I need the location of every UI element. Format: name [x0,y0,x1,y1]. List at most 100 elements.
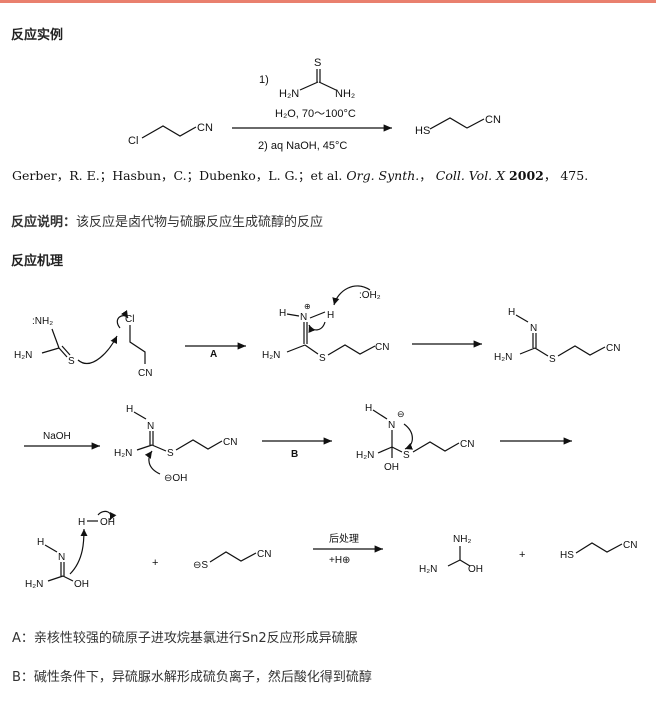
int1-chain [175,439,223,451]
bond-h-n-neutral [515,314,529,323]
note-a: A：亲核性较强的硫原子进攻烷基氯进行Sn2反应形成异硫脲 [12,631,358,646]
bond-c-h2n-tet [377,446,393,454]
bond-c-nh2 [51,328,60,349]
thiol-hs: HS [560,550,574,561]
product-chain [429,117,485,130]
cn-neutral: CN [606,343,620,354]
urea-nh2: NH₂ [453,534,471,545]
naoh-label: NaOH [43,431,71,442]
bond-c-s-int1 [151,444,167,452]
reference-journal: Org. Synth. [346,168,420,183]
bond-c-oh-product [459,559,471,567]
n-label-isothio: N [300,312,307,323]
label-a: A [210,349,217,360]
h2n-tet: H₂N [356,450,374,461]
reference-volume: X [496,168,506,183]
h-label-int1: H [126,404,133,415]
bond-h-n-tet [372,409,388,420]
h-water: H [78,517,85,528]
label-b: B [291,449,298,460]
cn-tet: CN [460,439,474,450]
bond-c-h2n-product [447,559,461,567]
product-hs: HS [415,125,430,137]
thiolate-chain [209,551,257,563]
explanation-label: 反应说明： [11,215,77,230]
section-title-example: 反应实例 [11,28,64,43]
curved-arrow-cl-leave [116,310,129,329]
bond-n-h [309,311,326,319]
top-accent-bar [0,0,656,3]
plus-charge: ⊕ [304,302,311,311]
section-title-mechanism: 反应机理 [11,254,64,269]
mechanism-row-1: :NH₂ H₂N S Cl CN A H N ⊕ H :OH₂ H₂N S CN [14,285,620,379]
water-label: :OH₂ [359,290,381,301]
step2-conditions: 2) aq NaOH, 45°C [258,140,347,152]
urea-h2n: H₂N [419,564,437,575]
cn-isothio: CN [375,342,389,353]
curved-arrow-water [332,285,371,306]
cn-thiolate: CN [257,549,271,560]
bond-h-n [286,313,300,317]
bond-h-n-urea [44,544,58,553]
plus-sign-1: + [152,557,158,569]
step1-conditions: H₂O, 70～100°C [275,108,356,120]
h2n-isothio: H₂N [262,350,280,361]
bond-c-s-isothio [304,344,319,355]
curved-arrow-proton [69,528,88,575]
minus-charge-n: ⊖ [397,409,405,419]
bond-c-h2n-urea [47,575,64,582]
bond-c-h2n-neutral [519,347,536,355]
s-int1: S [167,448,174,459]
cl-label-mech: Cl [125,314,134,325]
bond-c-h2n-int1 [136,444,153,451]
h2n-neutral: H₂N [494,352,512,363]
thiourea-h2n: H₂N [279,88,299,100]
chloride-chain [129,325,146,364]
step1-number: 1) [259,74,269,86]
isothio-chain [327,344,376,356]
oh-urea: OH [74,579,89,590]
s-neutral: S [549,354,556,365]
reactant-chain [141,125,197,139]
n-label-urea: N [58,552,65,563]
product-cn: CN [485,114,501,126]
s-isothio: S [319,353,326,364]
bond-c-s-2 [61,345,71,356]
s-tet: S [403,450,410,461]
thiolate-s: ⊖S [193,560,208,571]
s-label-1: S [68,356,75,367]
bond-c-s-neutral [534,347,549,357]
mechanism-row-2: NaOH H N H₂N S CN ⊖OH B H N ⊖ H₂N S OH C… [24,403,572,484]
workup-label: 后处理 [329,533,359,545]
bond-h-n-int1 [133,411,147,420]
literature-reference: Gerber，R. E.；Hasbun，C.；Dubenko，L. G.；et … [12,168,589,183]
n-label-int1: N [147,421,154,432]
n-label-neutral: N [530,323,537,334]
h2n-int1: H₂N [114,448,132,459]
scheme-1: 1) S H₂N NH₂ H₂O, 70～100°C 2) aq NaOH, 4… [128,57,501,152]
bond-c-h2n [41,347,60,354]
plus-sign-2: + [519,549,525,561]
thiourea-s: S [314,57,321,69]
mechanism-row-3: H N H₂N OH H OH + ⊖S CN 后处理 +H⊕ NH₂ H₂N … [25,510,637,590]
bond-c-s [58,347,68,358]
reference-coll: Coll. Vol. [435,168,493,183]
reference-authors: Gerber，R. E.；Hasbun，C.；Dubenko，L. G.；et … [12,168,343,183]
lone-pair-nh2: :NH₂ [32,316,53,327]
h-label-tet: H [365,403,372,414]
cn-label-chloride: CN [138,368,152,379]
thiol-chain [575,542,623,554]
h-label-isothio: H [279,308,286,319]
thiol-cn: CN [623,540,637,551]
h2n-label-1: H₂N [14,350,32,361]
curved-arrow-water-oh [97,510,117,521]
neutral-chain [557,345,606,357]
h-label-urea: H [37,537,44,548]
tet-chain [412,441,460,453]
hydroxide-label: ⊖OH [164,473,187,484]
h-label-isothio-2: H [327,310,334,321]
reactant-cn: CN [197,122,213,134]
cn-int1: CN [223,437,237,448]
oh-water: OH [100,517,115,528]
